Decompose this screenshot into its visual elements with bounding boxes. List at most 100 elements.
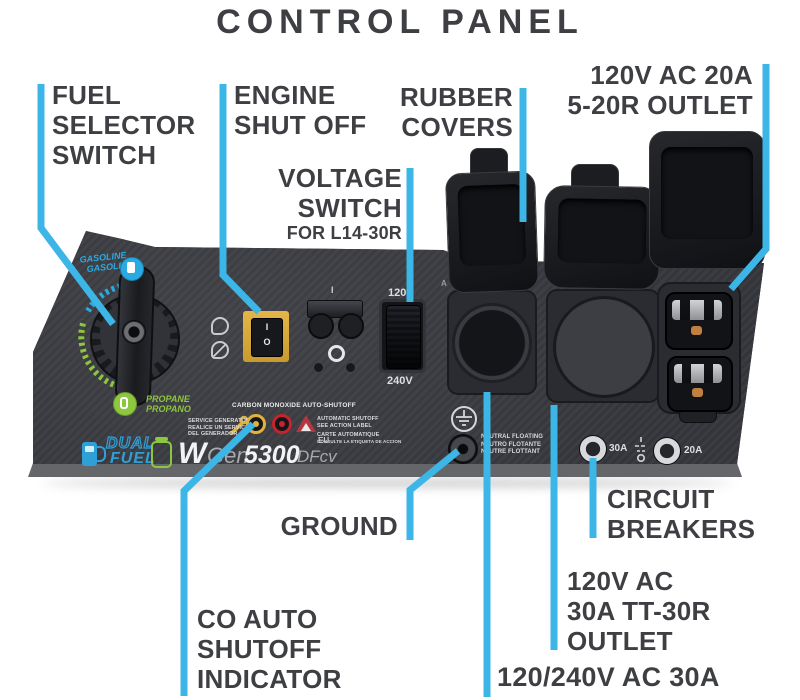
breaker-20a-label: 20A bbox=[684, 445, 703, 456]
neutral-line: NEUTRAL FLOATING bbox=[481, 434, 544, 440]
label-line: 120V AC bbox=[567, 566, 674, 596]
breaker-20a-button bbox=[653, 437, 681, 465]
auto-line: AUTOMATIC SHUTOFF bbox=[317, 416, 379, 422]
fuel-wordmark: FUEL bbox=[110, 450, 156, 467]
rubber-cover-recess bbox=[457, 183, 527, 267]
bracket-clamp-left bbox=[308, 313, 334, 339]
receptacle-bottom-ground-hole bbox=[692, 388, 703, 397]
panel-drop-shadow bbox=[42, 479, 732, 487]
brand-w: W bbox=[178, 437, 207, 470]
propane-icon-glyph bbox=[120, 397, 128, 409]
ground-symbol-icon bbox=[451, 406, 477, 432]
label-line: OUTLET bbox=[567, 626, 673, 656]
co-cluster-title: CARBON MONOXIDE AUTO-SHUTOFF bbox=[232, 402, 356, 409]
fuel-off-icon bbox=[211, 341, 229, 359]
auto-line: CONSULTE LA ETIQUETA DE ACCION bbox=[317, 438, 402, 444]
label-line: ENGINE bbox=[234, 80, 336, 110]
label-line: SELECTOR bbox=[52, 110, 196, 140]
neutral-line: NEUTRO FLOTANTE bbox=[481, 441, 542, 448]
bracket-clamp-right bbox=[338, 313, 364, 339]
receptacle-top-contacts bbox=[672, 300, 722, 320]
label-line: GROUND bbox=[280, 511, 398, 541]
voltage-top-label: 120V bbox=[388, 287, 414, 299]
dual-fuel-hose bbox=[96, 446, 106, 462]
label-line: RUBBER bbox=[399, 82, 513, 112]
engine-switch-off-mark: O bbox=[263, 337, 271, 347]
rubber-cover-duplex bbox=[649, 131, 765, 269]
warning-triangle-inner bbox=[301, 423, 311, 431]
breaker-30a-label: 30A bbox=[609, 443, 628, 454]
label-line: 5-20R OUTLET bbox=[567, 90, 753, 120]
callout-co-auto-shutoff: CO AUTO SHUTOFF INDICATOR bbox=[197, 604, 342, 694]
fuel-on-icon bbox=[211, 317, 229, 335]
bracket-bolt-right bbox=[345, 362, 356, 373]
brand-gen: Gen bbox=[207, 443, 249, 468]
page-title: CONTROL PANEL bbox=[216, 3, 584, 41]
neutral-floating-text: NEUTRAL FLOATING NEUTRO FLOTANTE NEUTRE … bbox=[481, 434, 543, 457]
label-line: SHUT OFF bbox=[234, 110, 367, 140]
overload-indicator-dot bbox=[279, 421, 285, 427]
rubber-cover-tt-30r bbox=[543, 184, 661, 291]
auto-line: SEE ACTION LABEL bbox=[317, 422, 372, 429]
label-line: BREAKERS bbox=[607, 514, 756, 544]
gasoline-icon-glyph bbox=[127, 262, 135, 273]
label-line: SWITCH bbox=[297, 193, 402, 223]
rubber-cover-l14-30r bbox=[444, 170, 540, 294]
receptacle-bottom-contacts bbox=[674, 364, 722, 383]
engine-switch-on-mark: I bbox=[265, 322, 269, 332]
label-line: VOLTAGE bbox=[278, 163, 402, 193]
receptacle-top-ground-hole bbox=[691, 326, 702, 335]
auto-line: CARTE AUTOMATIQUE bbox=[317, 432, 380, 438]
callout-5-20r-outlet: 120V AC 20A 5-20R OUTLET bbox=[503, 60, 753, 120]
printed-fragment: A bbox=[441, 279, 447, 288]
outlet-tt-30r-face bbox=[553, 296, 655, 398]
neutral-line: NEUTRE FLOTTANT bbox=[481, 449, 541, 455]
bracket-bolt-left bbox=[313, 362, 324, 373]
service-generator-text: SERVICE GENERATOR REALICE UN SERVICIO DE… bbox=[188, 418, 251, 438]
propane-label: PROPANE PROPANO bbox=[146, 394, 191, 414]
co-indicator-dot bbox=[253, 421, 259, 427]
propane-icon bbox=[113, 392, 137, 416]
dual-fuel-tank-valve bbox=[155, 437, 168, 441]
callout-rubber-covers: RUBBER COVERS bbox=[363, 82, 513, 142]
label-line: SWITCH bbox=[52, 140, 157, 170]
dual-fuel-pump-screen bbox=[85, 446, 94, 452]
rubber-cover-recess bbox=[661, 147, 753, 239]
rubber-cover-recess bbox=[557, 198, 647, 264]
fuel-selector-center-bolt bbox=[122, 320, 146, 344]
callout-ground: GROUND bbox=[250, 511, 398, 541]
callout-120-240-outlet: 120/240V AC 30A bbox=[497, 662, 720, 692]
label-line: CO AUTO bbox=[197, 604, 318, 634]
voltage-switch-rocker bbox=[386, 305, 421, 369]
callout-circuit-breakers: CIRCUIT BREAKERS bbox=[607, 484, 755, 544]
brand-suffix: DFcv bbox=[297, 447, 337, 466]
label-line: CIRCUIT bbox=[607, 484, 715, 514]
propane-line: PROPANO bbox=[146, 404, 191, 414]
label-line: 30A TT-30R bbox=[567, 596, 711, 626]
label-line: SHUTOFF bbox=[197, 634, 322, 664]
propane-line: PROPANE bbox=[146, 394, 190, 404]
ground-terminal bbox=[448, 434, 478, 464]
service-line: SERVICE GENERATOR bbox=[188, 418, 250, 424]
label-line: FUEL bbox=[52, 80, 122, 110]
eu-mark: EU bbox=[318, 436, 330, 445]
bracket-ring bbox=[328, 345, 345, 362]
label-line: INDICATOR bbox=[197, 664, 342, 694]
automatic-shutoff-text: AUTOMATIC SHUTOFF SEE ACTION LABEL CARTE… bbox=[317, 416, 401, 445]
label-line: COVERS bbox=[401, 112, 513, 142]
label-line: FOR L14-30R bbox=[286, 223, 402, 243]
brand-model: 5300 bbox=[244, 441, 300, 469]
callout-tt-30r-outlet: 120V AC 30A TT-30R OUTLET bbox=[567, 566, 711, 656]
engine-switch-rocker: I O bbox=[251, 318, 283, 357]
breaker-30a-button bbox=[579, 435, 607, 463]
voltage-bottom-label: 240V bbox=[387, 375, 413, 387]
callout-voltage-switch: VOLTAGE SWITCH FOR L14-30R bbox=[252, 163, 402, 243]
dual-fuel-tank-icon bbox=[151, 441, 172, 468]
bracket-mark: I bbox=[331, 285, 334, 295]
callout-engine-shut-off: ENGINE SHUT OFF bbox=[234, 80, 366, 140]
dual-wordmark: DUAL bbox=[105, 434, 155, 452]
callout-fuel-selector-switch: FUEL SELECTOR SWITCH bbox=[52, 80, 196, 170]
outlet-l14-30r-face bbox=[452, 303, 532, 383]
label-line: 120V AC 20A bbox=[590, 60, 753, 90]
